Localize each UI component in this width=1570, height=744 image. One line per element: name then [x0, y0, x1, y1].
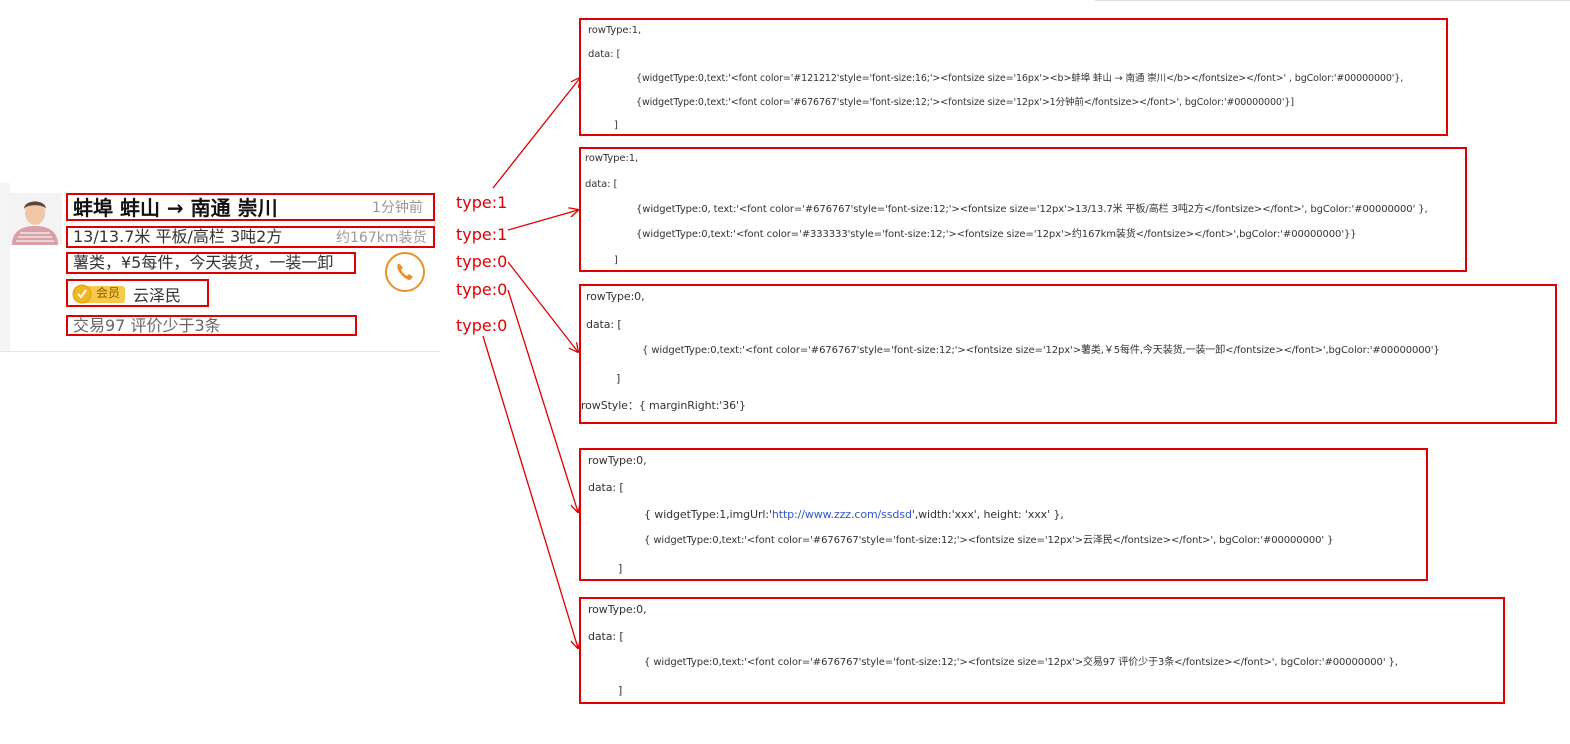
type-label-1: type:1 [456, 193, 508, 212]
arrow-1 [492, 78, 580, 189]
type-label-2: type:1 [456, 225, 508, 244]
image-url-link[interactable]: http://www.zzz.com/ssdsd [771, 508, 912, 521]
code-line: ] [614, 120, 618, 131]
code-line: ] [618, 562, 623, 575]
load-distance: 约167km装货 [336, 230, 427, 246]
row-5-box [66, 315, 357, 336]
code-line-image-row: { widgetType:1,imgUrl:'http://www.zzz.co… [644, 509, 1064, 520]
code-box-5: rowType:0, data: [ { widgetType:0,text:'… [579, 597, 1505, 704]
code-line: ] [614, 255, 618, 266]
row-4-box [66, 279, 209, 307]
code-line: data: [ [588, 49, 621, 60]
code-line: rowType:1, [588, 25, 642, 36]
type-label-3: type:0 [456, 252, 508, 271]
code-line: rowType:0, [588, 603, 647, 616]
code-line: rowType:0, [588, 454, 647, 467]
code-line: data: [ [586, 318, 622, 331]
phone-icon[interactable] [384, 251, 426, 293]
row-3-box [66, 252, 356, 274]
arrow-5 [482, 335, 578, 648]
type-label-4: type:0 [456, 280, 508, 299]
code-line: { widgetType:0,text:'<font color='#67676… [644, 657, 1398, 668]
card-left-shade [0, 183, 10, 351]
type-label-5: type:0 [456, 316, 508, 335]
code-line: {widgetType:0,text:'<font color='#676767… [636, 97, 1294, 108]
route-title: 蚌埠 蚌山 → 南通 崇川 [73, 196, 278, 220]
arrow-4 [507, 289, 578, 512]
post-time: 1分钟前 [372, 200, 423, 216]
row-2-box [66, 226, 435, 248]
top-edge-line [1095, 0, 1570, 1]
cargo-card[interactable] [0, 183, 440, 352]
avatar [8, 193, 62, 245]
code-text: { widgetType:1,imgUrl:' [644, 508, 772, 521]
code-line: {widgetType:0,text:'<font color='#121212… [636, 73, 1404, 84]
code-box-3: rowType:0, data: [ { widgetType:0,text:'… [579, 284, 1557, 424]
code-line: {widgetType:0,text:'<font color='#333333… [636, 229, 1357, 240]
code-line: ] [616, 372, 621, 385]
code-box-1: rowType:1, data: [ {widgetType:0,text:'<… [579, 18, 1448, 136]
code-line: ] [618, 684, 623, 697]
shipper-name: 云泽民 [133, 286, 182, 305]
code-line: { widgetType:0,text:'<font color='#67676… [642, 345, 1440, 356]
code-line: data: [ [588, 630, 624, 643]
code-text: ',width:'xxx', height: 'xxx' }, [911, 508, 1064, 521]
code-box-4: rowType:0, data: [ { widgetType:1,imgUrl… [579, 448, 1428, 581]
code-line: rowStyle：{ marginRight:'36'} [581, 399, 746, 412]
code-line: { widgetType:0,text:'<font color='#67676… [644, 535, 1334, 546]
arrow-2 [507, 210, 578, 231]
trade-info: 交易97 评价少于3条 [73, 316, 221, 335]
member-badge-label: 会员 [96, 286, 121, 300]
member-badge-icon [72, 284, 125, 304]
code-line: data: [ [585, 179, 618, 190]
arrow-3 [507, 261, 578, 352]
code-line: rowType:1, [585, 153, 639, 164]
truck-spec: 13/13.7米 平板/高栏 3吨2方 [73, 227, 283, 246]
row-1-box [66, 193, 435, 221]
code-line: data: [ [588, 481, 624, 494]
code-line: {widgetType:0, text:'<font color='#67676… [636, 204, 1428, 215]
code-box-2: rowType:1, data: [ {widgetType:0, text:'… [579, 147, 1467, 272]
goods-info: 薯类，¥5每件，今天装货，一装一卸 [73, 253, 334, 272]
code-line: rowType:0, [586, 290, 645, 303]
